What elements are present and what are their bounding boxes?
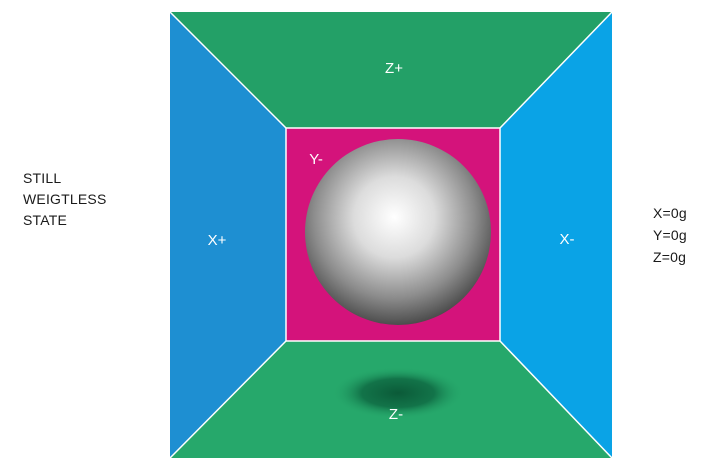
face-label-z-plus: Z+ [385,60,403,77]
readout-x: X=0g [653,202,687,224]
face-label-x-minus: X- [560,231,575,248]
face-label-z-minus: Z- [389,406,403,423]
readout-z: Z=0g [653,246,687,268]
acceleration-readout: X=0g Y=0g Z=0g [653,202,687,268]
face-label-y-minus: Y- [309,151,323,168]
state-description: STILL WEIGTLESS STATE [23,168,106,231]
state-line-1: STILL [23,168,106,189]
state-line-3: STATE [23,210,106,231]
readout-y: Y=0g [653,224,687,246]
state-line-2: WEIGTLESS [23,189,106,210]
face-label-x-plus: X+ [208,232,227,249]
ball-sphere-icon [305,139,491,325]
